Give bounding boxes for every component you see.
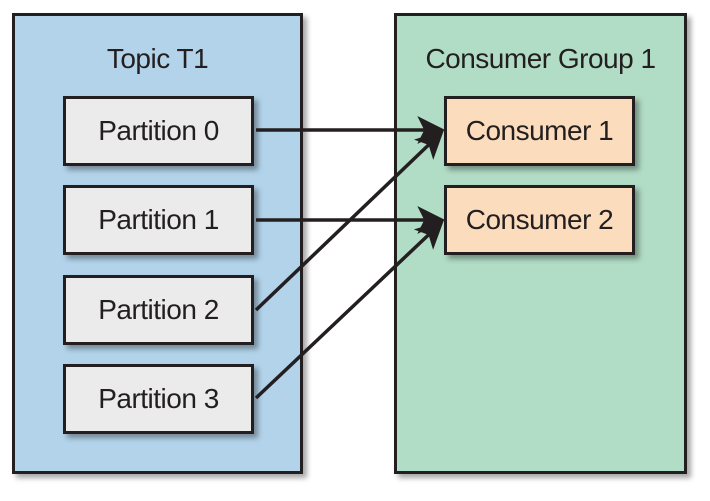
consumer-group-title: Consumer Group 1 bbox=[425, 43, 656, 74]
partition-0-box: Partition 0 bbox=[63, 96, 254, 166]
partition-1-box: Partition 1 bbox=[63, 185, 254, 255]
topic-title: Topic T1 bbox=[106, 43, 209, 74]
partition-3-box: Partition 3 bbox=[63, 364, 254, 434]
consumer-1-box: Consumer 1 bbox=[444, 96, 635, 166]
partition-2-box: Partition 2 bbox=[63, 275, 254, 345]
consumer-2-box: Consumer 2 bbox=[444, 185, 635, 255]
